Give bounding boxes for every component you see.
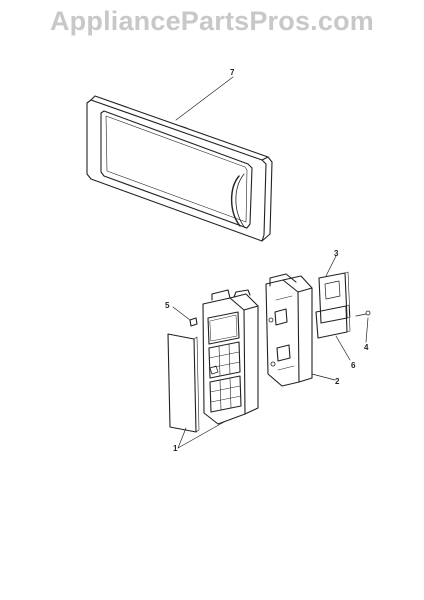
control-panel-face bbox=[202, 289, 259, 425]
leader-line-3 bbox=[325, 255, 337, 277]
shield-plate bbox=[315, 304, 351, 339]
callout-6: 6 bbox=[351, 361, 356, 370]
leader-line-2 bbox=[311, 373, 336, 381]
callout-1: 1 bbox=[173, 444, 178, 453]
control-panel-overlay bbox=[167, 333, 200, 433]
callout-3: 3 bbox=[334, 249, 339, 258]
callout-2: 2 bbox=[335, 377, 340, 386]
leader-line-1b bbox=[177, 421, 225, 449]
callout-4: 4 bbox=[364, 343, 369, 352]
callout-7: 7 bbox=[230, 68, 235, 77]
callout-5: 5 bbox=[165, 301, 170, 310]
site-watermark: AppliancePartsPros.com bbox=[49, 6, 374, 36]
circuit-board bbox=[318, 271, 351, 324]
leader-line-6 bbox=[335, 335, 351, 361]
leader-line-4 bbox=[365, 317, 369, 343]
door-trim-frame bbox=[86, 95, 273, 242]
screw-part bbox=[355, 310, 371, 317]
clip-part bbox=[189, 317, 198, 327]
leader-line-7 bbox=[175, 76, 234, 121]
leader-line-1a bbox=[177, 427, 187, 449]
leader-line-5 bbox=[172, 306, 191, 321]
control-bracket bbox=[265, 273, 313, 387]
